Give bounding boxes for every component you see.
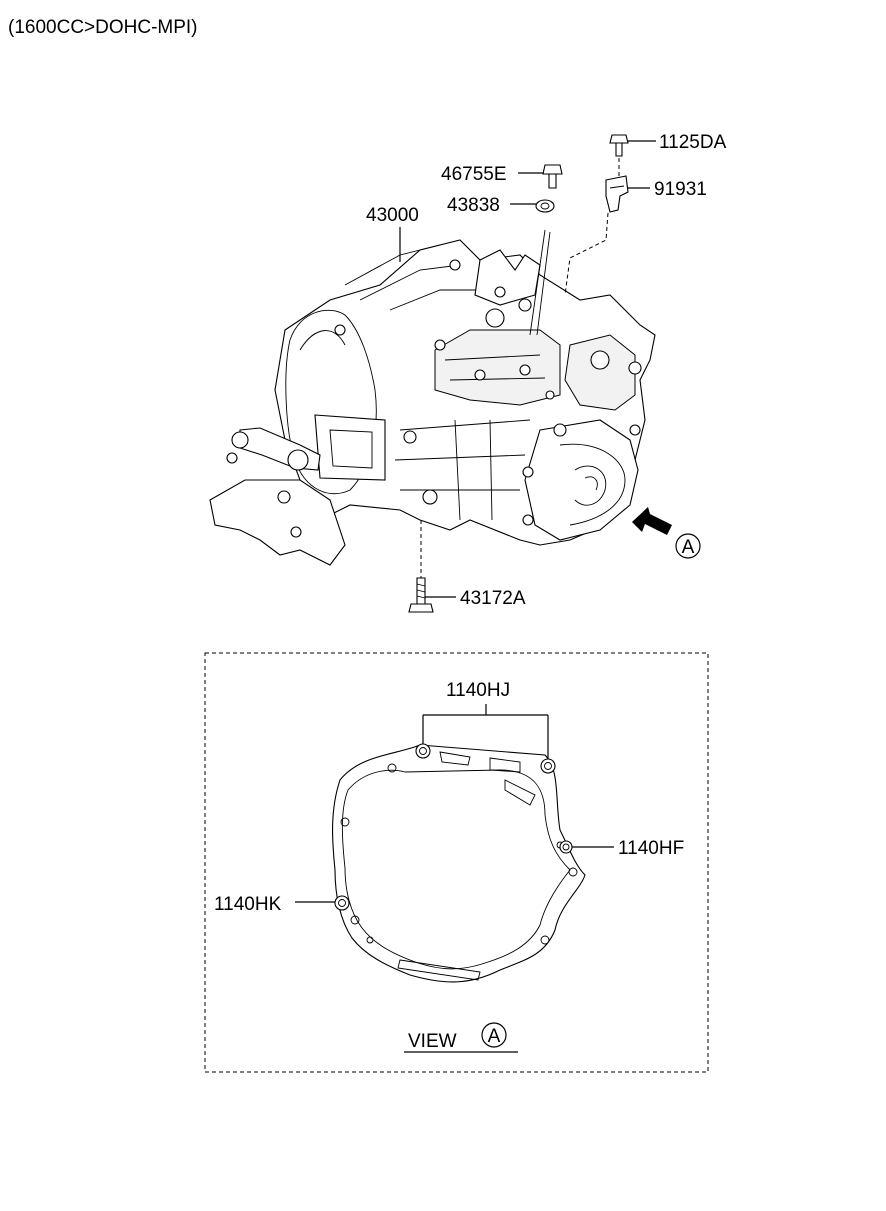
view-marker-letter: A (682, 537, 695, 558)
adapter-plate-illustration (332, 743, 586, 983)
view-direction-arrow (632, 507, 672, 535)
view-a-letter: A (488, 1026, 501, 1047)
leader-dash-91931 (564, 212, 609, 296)
callout-46755e: 46755E (441, 164, 507, 185)
plug-43838-icon (535, 199, 555, 213)
callout-1140hk: 1140HK (214, 894, 282, 915)
leader-1140hj (422, 704, 549, 759)
view-a-badge (481, 1022, 507, 1048)
callout-1140hj: 1140HJ (446, 680, 510, 701)
view-marker-badge: A (675, 533, 701, 559)
callout-43000: 43000 (366, 205, 419, 226)
bolt-43172a-icon (408, 577, 434, 613)
transaxle-assembly-illustration (209, 229, 656, 566)
engine-spec-label: (1600CC>DOHC-MPI) (8, 17, 198, 38)
callout-1140hf: 1140HF (618, 838, 684, 859)
bolt-1125da-icon (609, 134, 629, 157)
callout-1125da: 1125DA (659, 132, 727, 153)
callout-43172a: 43172A (460, 588, 526, 609)
callout-91931: 91931 (654, 179, 707, 200)
bracket-91931-icon (605, 175, 629, 213)
view-a-title: VIEW (408, 1031, 457, 1052)
callout-43838: 43838 (447, 195, 500, 216)
bolt-46755e-icon (542, 164, 563, 189)
view-a-frame (204, 652, 709, 1073)
